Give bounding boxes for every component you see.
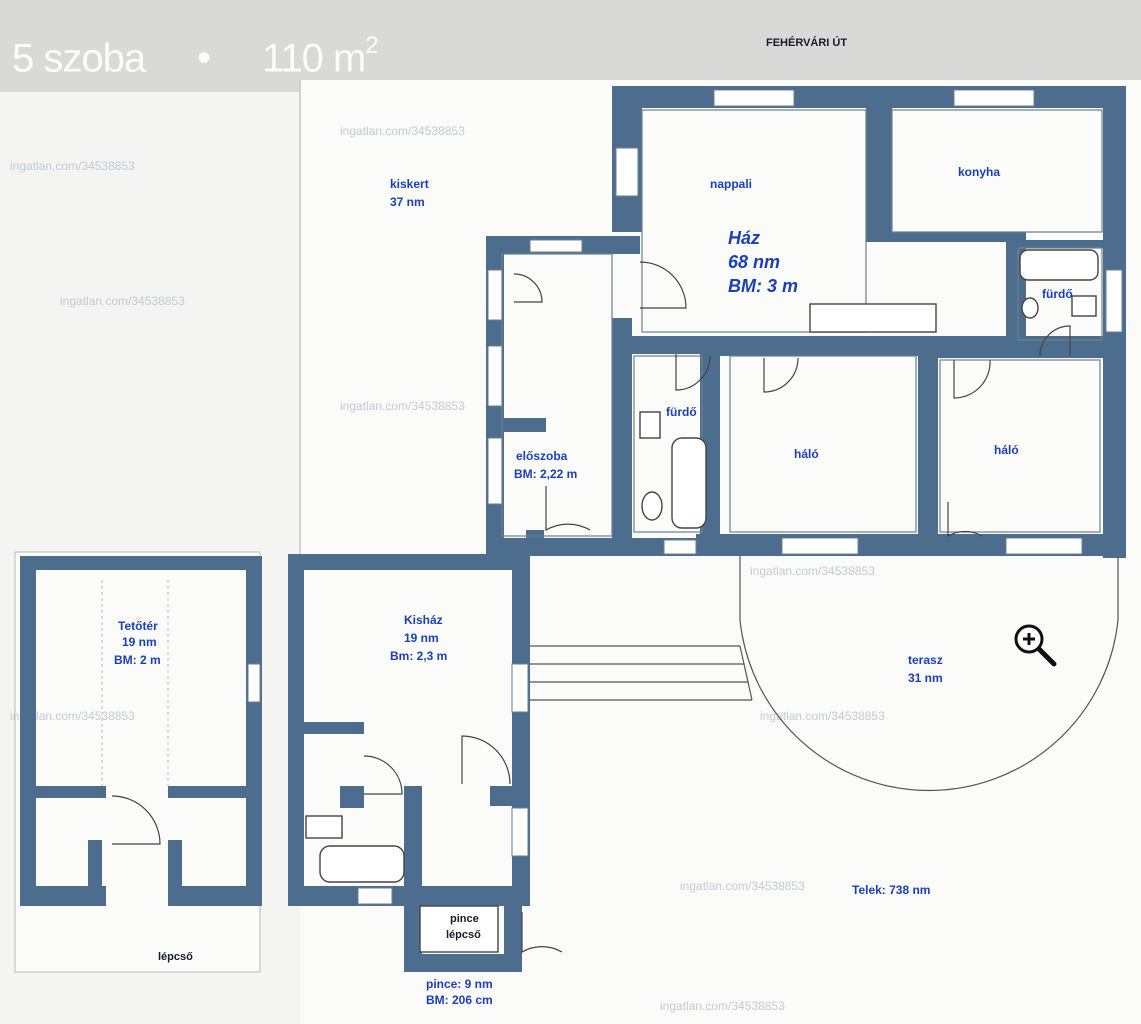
watermark: ingatlan.com/34538853 — [60, 294, 185, 308]
rooms-count: 5 szoba — [12, 36, 146, 81]
header-bar — [0, 0, 1141, 92]
house-height: BM: 3 m — [728, 276, 798, 296]
hallway-height: BM: 2,22 m — [514, 467, 577, 481]
bedroom-label-1: háló — [794, 447, 819, 461]
watermark: ingatlan.com/34538853 — [760, 709, 885, 723]
bedroom-label-2: háló — [994, 443, 1019, 457]
listing-summary: 5 szoba • 110 m2 — [12, 32, 379, 81]
watermark: ingatlan.com/34538853 — [10, 159, 135, 173]
house-windows — [487, 89, 1123, 555]
watermarks: ingatlan.com/34538853 ingatlan.com/34538… — [10, 124, 885, 1013]
guesthouse-walls — [288, 554, 530, 972]
attic-stair-label: lépcső — [158, 951, 193, 963]
guesthouse-area: 19 nm — [404, 631, 439, 645]
attic-area: 19 nm — [122, 635, 157, 649]
terrace-area: 31 nm — [908, 671, 943, 685]
living-room-label: nappali — [710, 177, 752, 191]
watermark: ingatlan.com/34538853 — [340, 124, 465, 138]
bathroom-label-2: fürdő — [1042, 287, 1073, 301]
kitchen-label: konyha — [958, 165, 1000, 179]
cellar-stair-label-2: lépcső — [446, 929, 481, 941]
attic-height: BM: 2 m — [114, 653, 161, 667]
separator-dot: • — [197, 36, 211, 81]
hallway-label: előszoba — [516, 449, 568, 463]
zoom-in-icon[interactable] — [1012, 622, 1058, 668]
cellar-area: pince: 9 nm — [426, 977, 493, 991]
terrace-label: terasz — [908, 653, 943, 667]
house-area: 68 nm — [728, 252, 780, 272]
area-unit-sup: 2 — [365, 32, 378, 59]
cellar-stair-label-1: pince — [450, 913, 479, 925]
door-swings — [513, 261, 1071, 538]
house-label: Ház — [728, 228, 760, 248]
garden-area: 37 nm — [390, 195, 425, 209]
guesthouse-height: Bm: 2,3 m — [390, 649, 447, 663]
watermark: ingatlan.com/34538853 — [660, 999, 785, 1013]
guesthouse-label: Kisház — [404, 613, 443, 627]
watermark: ingatlan.com/34538853 — [10, 709, 135, 723]
attic-label: Tetőtér — [118, 619, 158, 633]
watermark: ingatlan.com/34538853 — [680, 879, 805, 893]
attic-walls — [20, 556, 262, 906]
terrace-outline — [530, 556, 1119, 792]
watermark: ingatlan.com/34538853 — [340, 399, 465, 413]
bathroom-label-1: fürdő — [666, 405, 697, 419]
garden-label: kiskert — [390, 177, 429, 191]
fixtures — [639, 249, 1099, 529]
watermark: ingatlan.com/34538853 — [750, 564, 875, 578]
street-label: FEHÉRVÁRI ÚT — [766, 36, 847, 49]
area-value: 110 m — [262, 36, 366, 81]
cellar-height: BM: 206 cm — [426, 993, 493, 1007]
attic-paper — [14, 551, 261, 973]
room-labels: kiskert 37 nm nappali konyha Ház 68 nm B… — [114, 165, 1073, 1007]
plot-size-label: Telek: 738 nm — [852, 883, 930, 897]
